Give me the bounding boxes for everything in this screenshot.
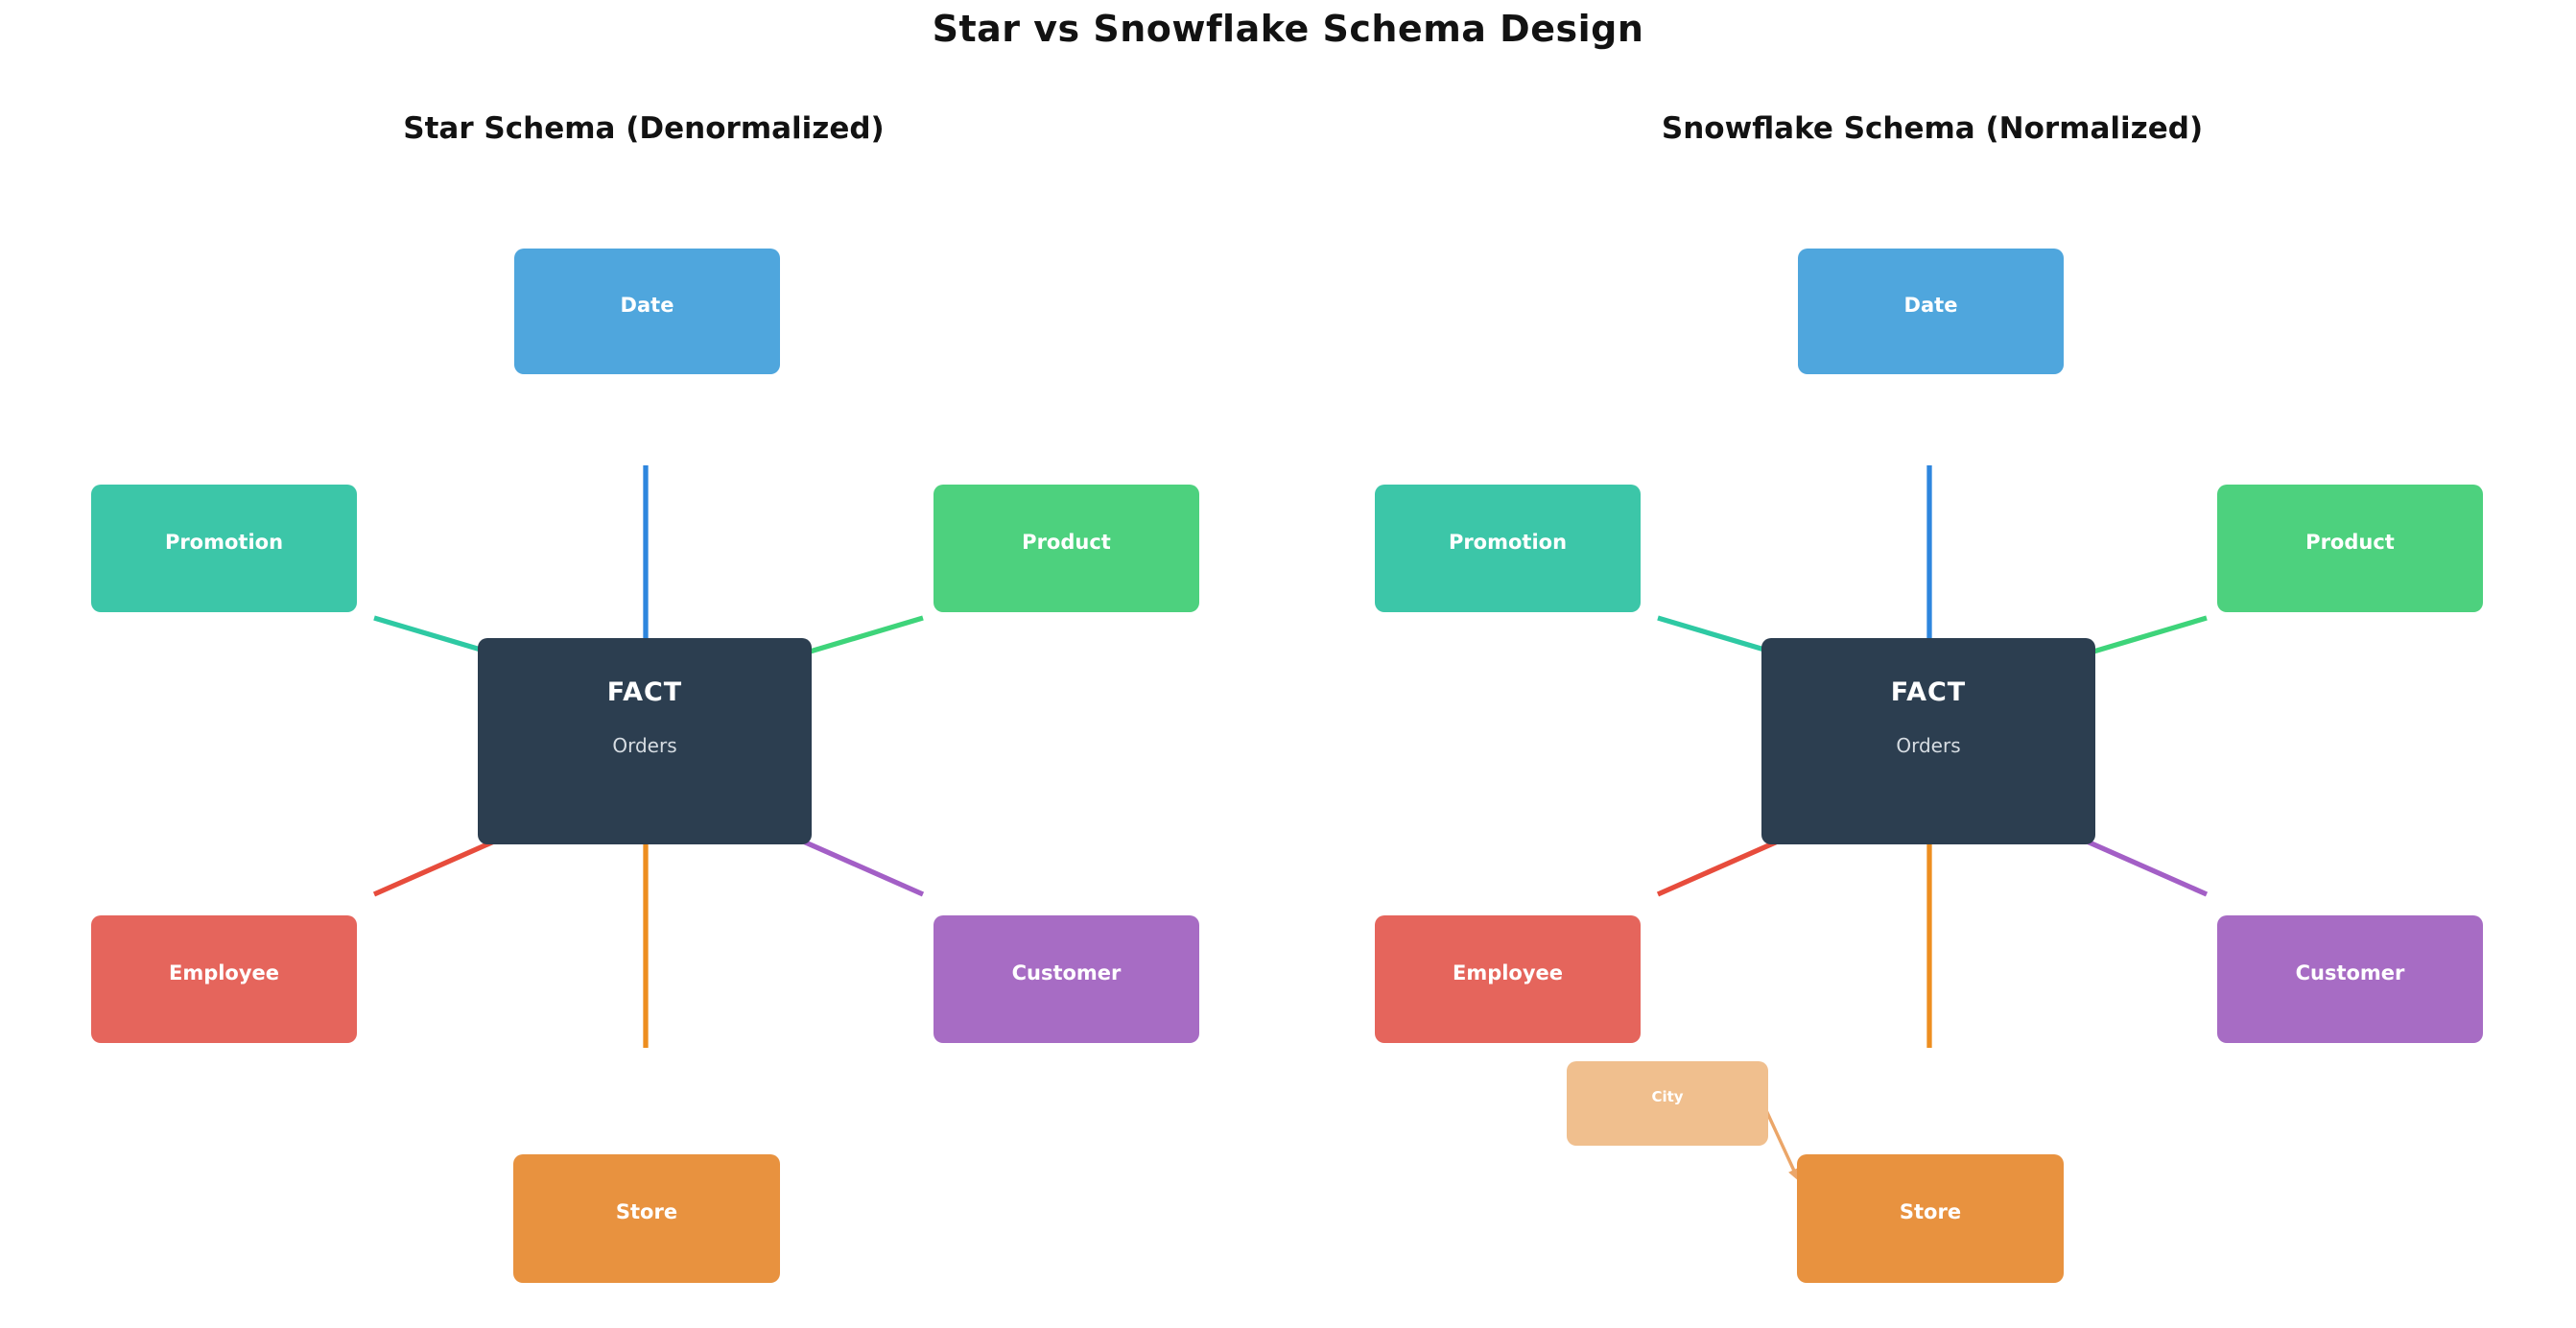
subtitle-snowflake-schema: Snowflake Schema (Normalized) — [1661, 111, 2204, 146]
snowflake-node-label-product: Product — [2305, 530, 2395, 554]
star-node-store: Store — [513, 1154, 780, 1283]
snowflake-edge-line-city-store — [1762, 1105, 1796, 1173]
snowflake-node-label-city: City — [1651, 1088, 1684, 1105]
snowflake-node-label-promotion: Promotion — [1448, 530, 1568, 554]
star-node-label-date: Date — [620, 293, 674, 317]
star-fact-sublabel: Orders — [612, 734, 677, 757]
star-node-product: Product — [934, 485, 1199, 612]
snowflake-edge-city-store — [1762, 1105, 1799, 1181]
star-node-customer: Customer — [934, 915, 1199, 1043]
snowflake-node-label-employee: Employee — [1452, 960, 1564, 984]
snowflake-node-label-store: Store — [1899, 1200, 1962, 1223]
arrowhead-icon — [1788, 1167, 1799, 1181]
star-fact-inner: FACT Orders — [607, 677, 682, 757]
snowflake-node-label-customer: Customer — [2295, 960, 2405, 984]
snowflake-node-store: Store — [1797, 1154, 2064, 1283]
snowflake-node-date: Date — [1798, 249, 2064, 374]
snowflake-fact-sublabel: Orders — [1896, 734, 1961, 757]
star-node-promotion: Promotion — [91, 485, 357, 612]
snowflake-node-promotion: Promotion — [1375, 485, 1641, 612]
snowflake-node-customer: Customer — [2217, 915, 2483, 1043]
star-fact-title: FACT — [606, 677, 683, 707]
star-node-label-store: Store — [615, 1200, 678, 1223]
snowflake-node-employee: Employee — [1375, 915, 1641, 1043]
star-node-employee: Employee — [91, 915, 357, 1043]
star-node-label-customer: Customer — [1011, 960, 1122, 984]
snowflake-node-product: Product — [2217, 485, 2483, 612]
star-node-label-employee: Employee — [168, 960, 280, 984]
subtitle-star-schema: Star Schema (Denormalized) — [403, 111, 885, 146]
star-node-label-promotion: Promotion — [164, 530, 284, 554]
snowflake-node-label-date: Date — [1903, 293, 1958, 317]
page-title: Star vs Snowflake Schema Design — [932, 8, 1644, 50]
snowflake-node-city: City — [1567, 1061, 1768, 1146]
snowflake-fact-title: FACT — [1890, 677, 1967, 707]
snowflake-node-fact: FACT Orders — [1761, 638, 2095, 844]
star-node-label-product: Product — [1022, 530, 1111, 554]
star-node-fact: FACT Orders — [478, 638, 812, 844]
snowflake-fact-inner: FACT Orders — [1891, 677, 1966, 757]
star-node-date: Date — [514, 249, 780, 374]
